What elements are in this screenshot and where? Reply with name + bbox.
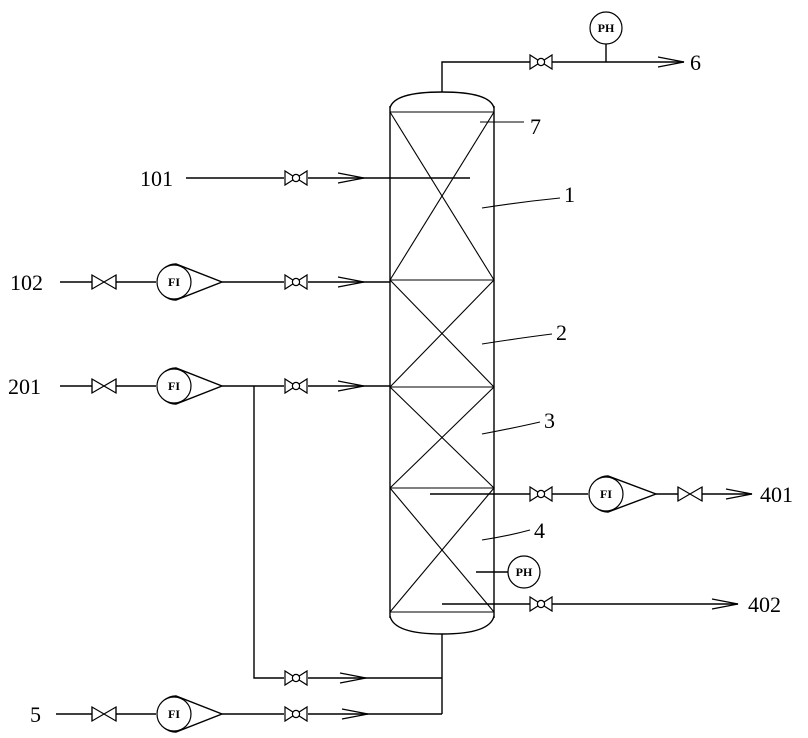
stream-102-label: 102: [10, 270, 43, 295]
part-1-label: 1: [564, 182, 575, 207]
stream-102-valve-icon[interactable]: [285, 275, 307, 289]
stream-6-label: 6: [690, 50, 701, 75]
stream-201-line: [60, 368, 390, 404]
top-outlet-valve-icon[interactable]: [530, 55, 552, 69]
stream-401-valve-icon[interactable]: [530, 487, 552, 501]
stream-5-gate-valve-icon[interactable]: [92, 707, 116, 721]
stream-201-bottom-branch: [254, 386, 442, 685]
stream-102-gate-valve-icon[interactable]: [92, 275, 116, 289]
stream-101-valve-icon[interactable]: [285, 171, 307, 185]
part-7-label: 7: [530, 114, 541, 139]
ph-meter-bottom-label: PH: [516, 565, 533, 579]
stream-101-label: 101: [140, 166, 173, 191]
part-3-leader: [482, 422, 540, 434]
stream-5-valve-icon[interactable]: [285, 707, 307, 721]
stream-402-line: [442, 597, 738, 611]
packed-bed-4: [390, 488, 494, 612]
stream-5-label: 5: [30, 702, 41, 727]
stream-402-valve-icon[interactable]: [530, 597, 552, 611]
stream-401-gate-valve-icon[interactable]: [678, 487, 702, 501]
flow-indicator-5-label: FI: [168, 707, 180, 721]
branch-valve-icon[interactable]: [285, 671, 307, 685]
column-vessel: [390, 92, 494, 634]
stream-402-label: 402: [748, 592, 781, 617]
part-4-label: 4: [534, 518, 545, 543]
stream-102-line: [60, 264, 390, 300]
stream-201-valve-icon[interactable]: [285, 379, 307, 393]
ph-meter-top-label: PH: [598, 21, 615, 35]
stream-401-label: 401: [760, 482, 793, 507]
part-3-label: 3: [544, 408, 555, 433]
part-4-leader: [482, 530, 530, 540]
part-2-label: 2: [556, 320, 567, 345]
stream-5-line: [56, 634, 442, 732]
flow-indicator-102-label: FI: [168, 275, 180, 289]
top-outlet-line: PH: [442, 12, 684, 92]
flow-indicator-401-label: FI: [600, 487, 612, 501]
packed-bed-3: [390, 387, 494, 488]
packed-bed-1: [390, 112, 494, 280]
packed-bed-2: [390, 280, 494, 387]
part-2-leader: [482, 334, 552, 344]
flow-indicator-201-label: FI: [168, 379, 180, 393]
stream-201-label: 201: [8, 374, 41, 399]
stream-201-gate-valve-icon[interactable]: [92, 379, 116, 393]
